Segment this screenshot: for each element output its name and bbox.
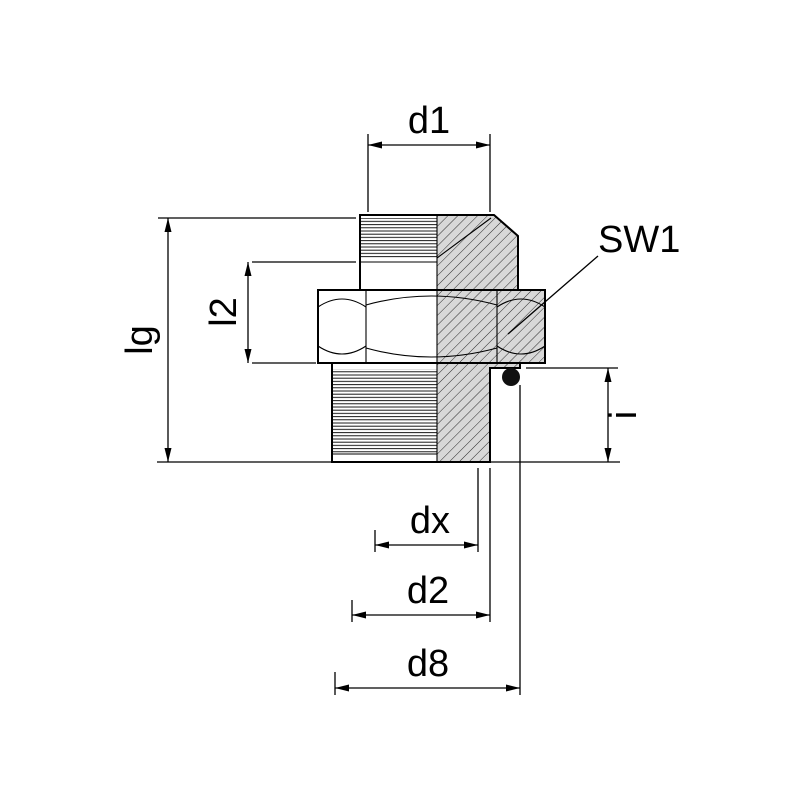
o-ring-icon <box>502 368 520 386</box>
dim-label-lg: lg <box>119 325 161 355</box>
fitting-body <box>317 214 546 463</box>
hex-section <box>317 289 546 364</box>
dim-label-i: i <box>603 411 645 419</box>
d2-arrow-left <box>352 611 366 619</box>
d1-extension-lines <box>367 134 491 212</box>
lower-stud-outline <box>331 363 521 463</box>
dx-arrow-left <box>375 541 389 549</box>
l2-extension-lines <box>252 261 356 364</box>
hex-outline <box>317 289 546 364</box>
d8-arrow-right <box>506 684 520 692</box>
top-thread-texture <box>360 218 437 258</box>
d2-arrow-right <box>476 611 490 619</box>
dimension-d2: d2 <box>351 468 491 622</box>
dimension-d1: d1 <box>367 100 491 212</box>
lg-arrow-top <box>164 218 172 232</box>
lg-arrow-bottom <box>164 448 172 462</box>
dim-label-dx: dx <box>410 500 450 542</box>
i-arrow-bottom <box>604 448 612 462</box>
dim-label-d1: d1 <box>408 100 450 142</box>
d1-arrow-right <box>476 141 490 149</box>
d2-extension-lines <box>351 468 491 622</box>
lower-thread-section <box>331 363 521 463</box>
top-stud-outline <box>359 214 519 290</box>
dim-label-l2: l2 <box>203 297 245 327</box>
top-thread-section <box>359 214 519 290</box>
hex-chamfer-arcs-bottom <box>317 345 546 358</box>
dim-label-d8: d8 <box>407 643 449 685</box>
hex-flat-edges <box>365 290 498 363</box>
dimension-lg: lg <box>119 217 620 463</box>
i-arrow-top <box>604 368 612 382</box>
l2-arrow-bottom <box>244 349 252 363</box>
dimension-l2: l2 <box>203 261 356 364</box>
d8-extension-lines <box>334 385 521 695</box>
d1-arrow-left <box>368 141 382 149</box>
sw1-leader-line <box>507 255 599 335</box>
dx-extension-lines <box>374 468 479 552</box>
dimension-dx: dx <box>374 468 479 552</box>
dx-arrow-right <box>464 541 478 549</box>
thread-chamfer-line <box>436 217 492 259</box>
callout-sw1: SW1 <box>507 219 680 335</box>
dimension-i: i <box>526 367 645 462</box>
dim-label-d2: d2 <box>407 570 449 612</box>
lower-thread-texture <box>332 369 437 454</box>
dim-label-sw1: SW1 <box>598 219 680 261</box>
d8-arrow-left <box>335 684 349 692</box>
l2-arrow-top <box>244 262 252 276</box>
dimension-d8: d8 <box>334 385 521 695</box>
